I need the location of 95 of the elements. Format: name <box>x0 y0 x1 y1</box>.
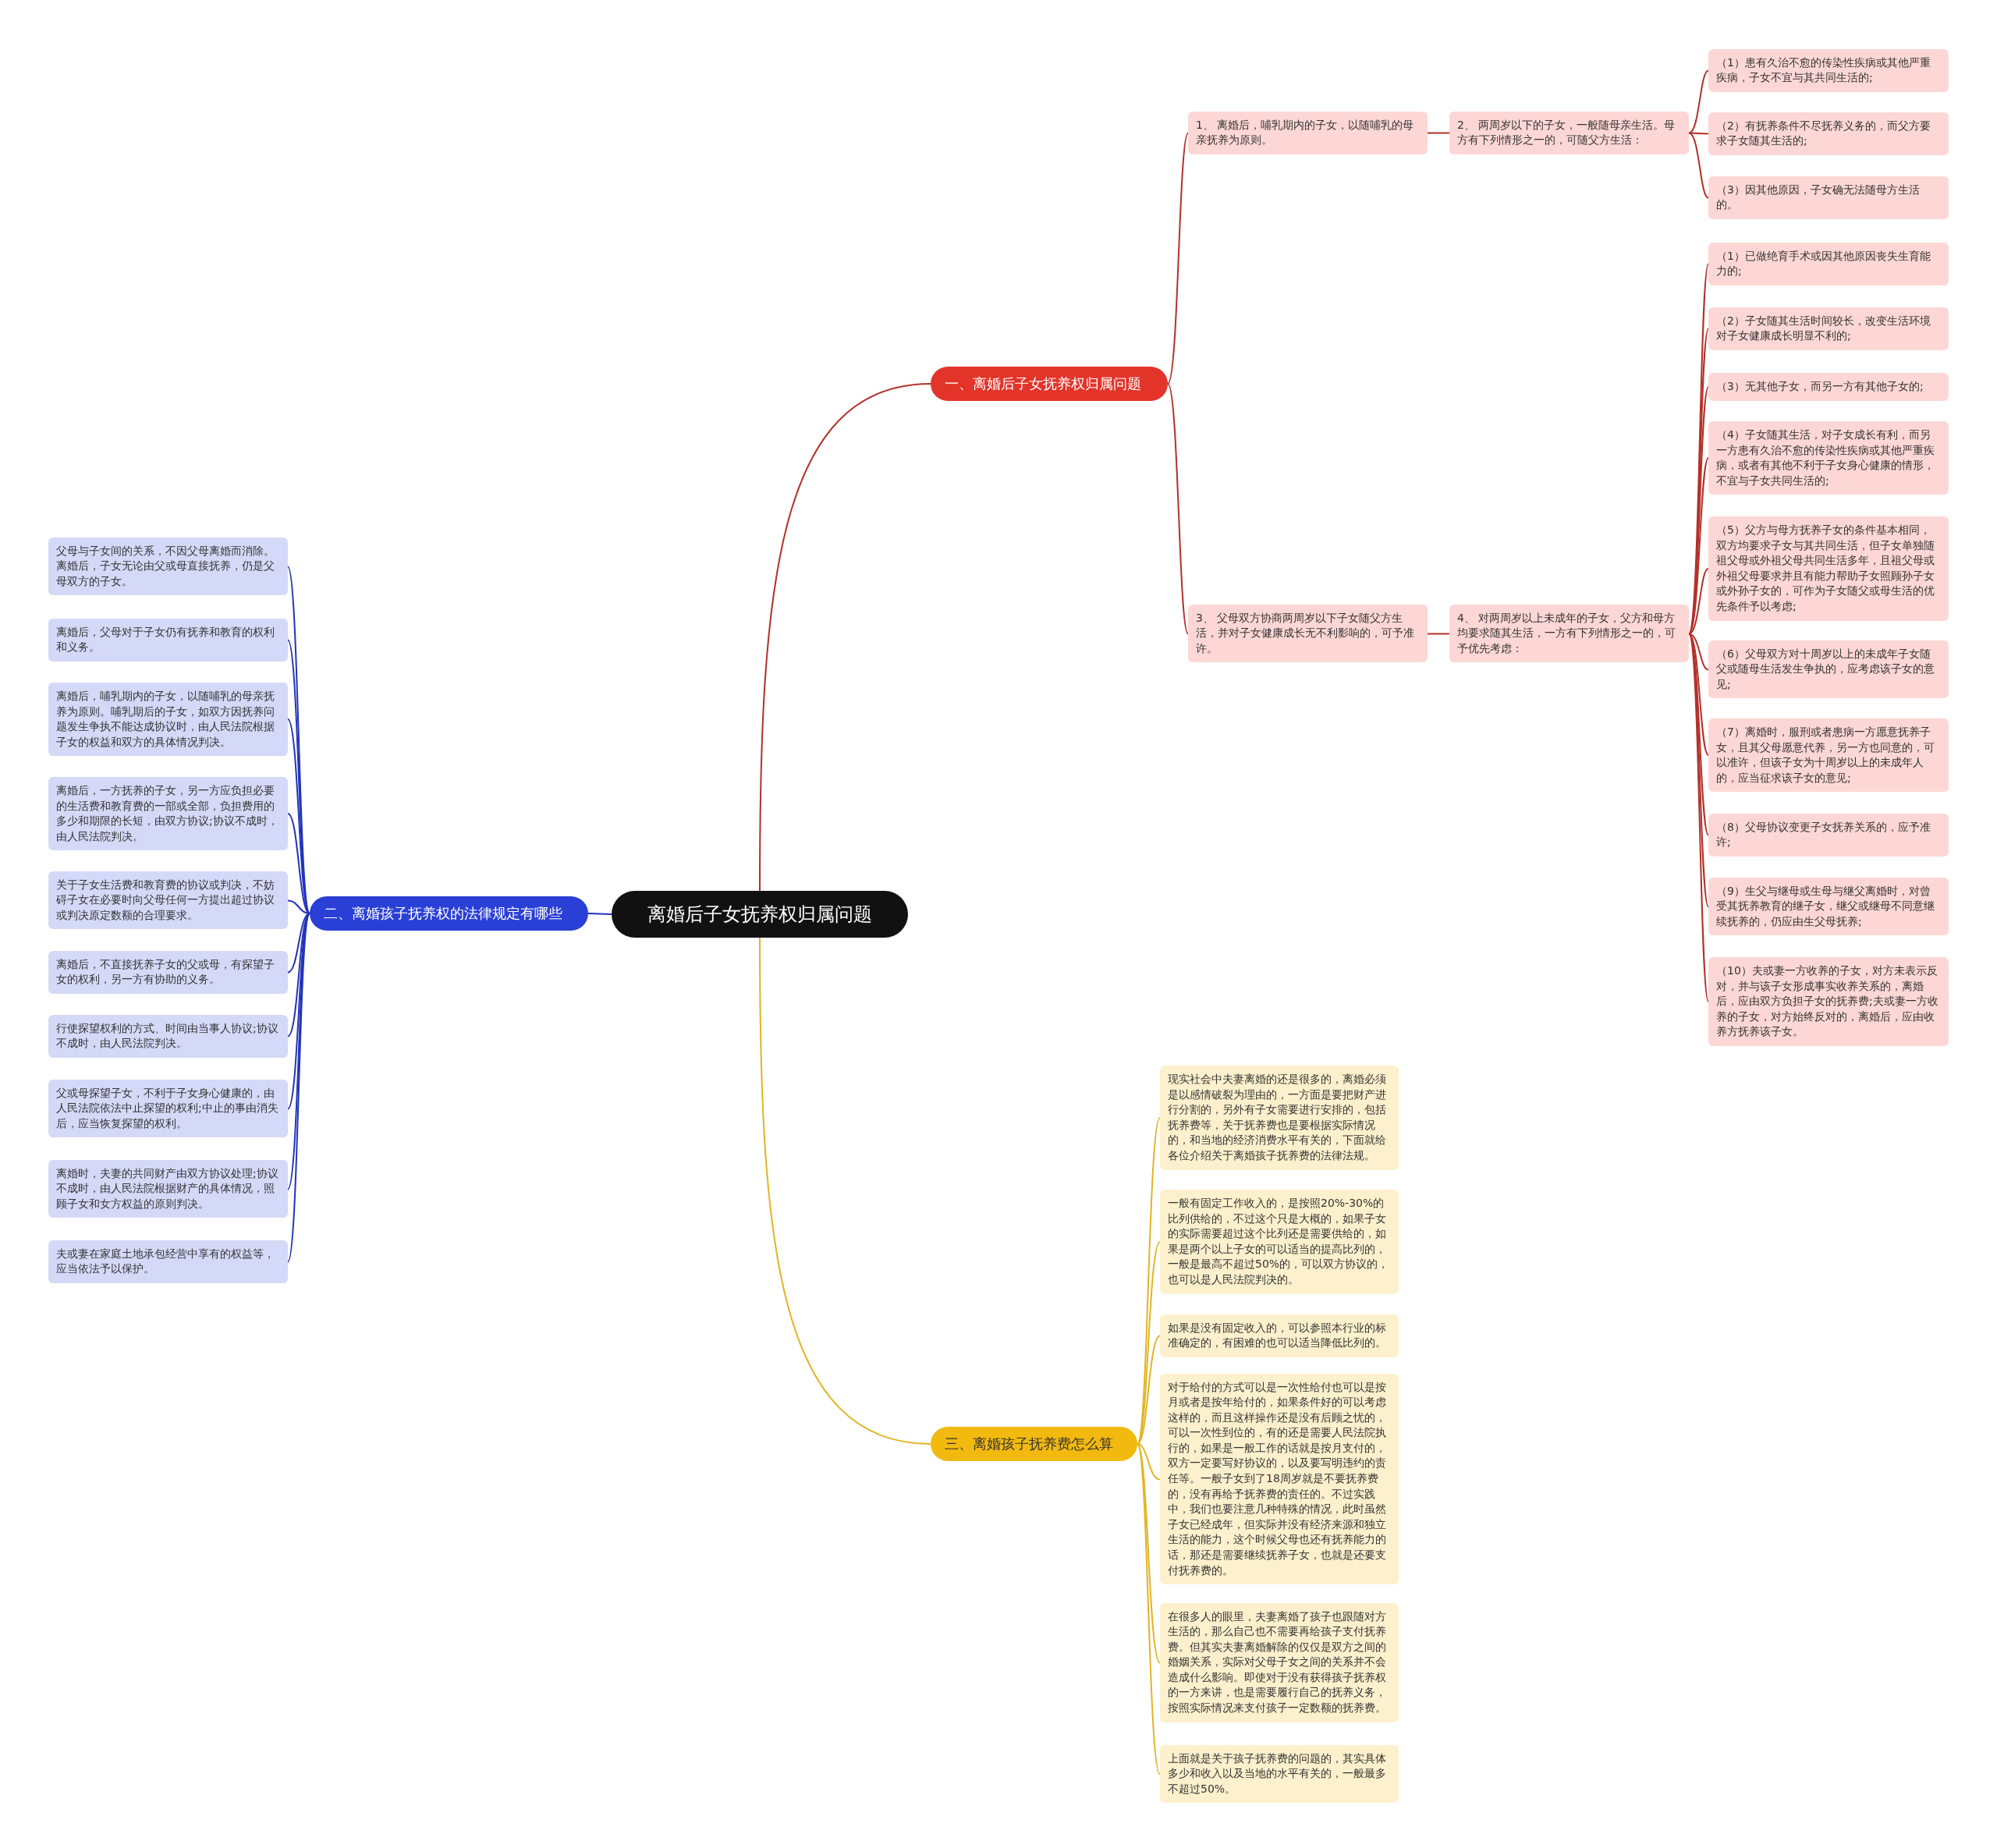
topic-text: 一、离婚后子女抚养权归属问题 <box>945 374 1142 393</box>
note-card <box>1708 516 1949 621</box>
note-card <box>1160 1066 1399 1170</box>
topic-text: （6）父母双方对十周岁以上的未成年子女随父或随母生活发生争执的，应考虑该子女的意见; <box>1716 646 1935 692</box>
connector-line <box>1167 383 1189 635</box>
topic-text: 对于给付的方式可以是一次性给付也可以是按月或者是按年给付的，如果条件好的可以考虑这样的，而且这样操作还是没有后顾之忧的，可以一次性到位的，有的还是需要人民法院执行的，如果是一般工作的话就是按月支付的，双方一定要写好协议的，以及要写明违约的责任等。一般子女到了18周岁就是不要抚养费的，没有再给予抚养费的责任的。不过实践中，我们也要注意几种特殊的情况，此时虽然子女已经成年，但实际并没有经济来源和独立生活的能力，这个时候父母也还有抚养能力的话，那还是需要继续抚养子女，也就是还要支付抚养费的。 <box>1168 1379 1387 1578</box>
note-card <box>1160 1744 1399 1804</box>
connector-line <box>1137 1443 1161 1664</box>
topic-text: 关于子女生活费和教育费的协议或判决，不妨碍子女在必要时向父母任何一方提出超过协议或判决原定数额的合理要求。 <box>56 877 275 923</box>
connector-line <box>1688 633 1709 756</box>
topic-text: 离婚后，一方抚养的子女，另一方应负担必要的生活费和教育费的一部或全部，负担费用的多少和期限的长短，由双方协议;协议不成时，由人民法院判决。 <box>56 783 279 844</box>
topic-text: 2、 两周岁以下的子女，一般随母亲生活。母方有下列情形之一的，可随父方生活： <box>1457 117 1676 148</box>
note-card <box>1708 957 1949 1046</box>
topic-text: （3）因其他原因，子女确无法随母方生活的。 <box>1716 182 1921 213</box>
topic-text: （1）患有久治不愈的传染性疾病或其他严重疾病，子女不宜与其共同生活的; <box>1716 55 1931 86</box>
connector-line <box>287 813 310 914</box>
connector-line <box>1167 132 1189 385</box>
topic-text: （10）夫或妻一方收养的子女，对方未表示反对，并与该子女形成事实收养关系的，离婚后，应由双方负担子女的抚养费;夫或妻一方收养的子女，对方始终反对的，离婚后，应由收养方抚养该子女。 <box>1716 963 1939 1040</box>
note-card <box>1708 640 1949 699</box>
topic-text: 上面就是关于孩子抚养费的问题的，其实具体多少和收入以及当地的水平有关的，一般最多不超过50%。 <box>1168 1750 1387 1797</box>
topic-text: （8）父母协议变更子女抚养关系的，应予准许; <box>1716 819 1931 850</box>
connector-line <box>1137 1443 1161 1775</box>
note-card <box>1708 813 1949 857</box>
topic-text: （2）有抚养条件不尽抚养义务的，而父方要求子女随其生活的; <box>1716 118 1931 149</box>
connector-line <box>1688 568 1709 635</box>
note-card <box>1708 307 1949 350</box>
topic-text: （9）生父与继母或生母与继父离婚时，对曾受其抚养教育的继子女，继父或继母不同意继续抚养的，仍应由生父母抚养; <box>1716 883 1935 929</box>
note-card <box>1708 421 1949 495</box>
note-card <box>1708 718 1949 793</box>
connector-line <box>1688 132 1709 199</box>
note-card <box>48 1240 288 1283</box>
topic-text: 父或母探望子女，不利于子女身心健康的，由人民法院依法中止探望的权利;中止的事由消失后，应当恢复探望的权利。 <box>56 1085 279 1131</box>
topic-text: 3、 父母双方协商两周岁以下子女随父方生活，并对子女健康成长无不利影响的，可予准许。 <box>1196 610 1415 656</box>
note-card <box>1708 877 1949 936</box>
branch-topic <box>931 367 1168 402</box>
topic-text: 现实社会中夫妻离婚的还是很多的，离婚必须是以感情破裂为理由的，一方面是要把财产进行分割的，另外有子女需要进行安排的，包括抚养费等，关于抚养费也是要根据实际情况的，和当地的经济消费水平有关的，下面就给各位介绍关于离婚孩子抚养费的法律法规。 <box>1168 1072 1387 1163</box>
topic-text: （4）子女随其生活，对子女成长有利，而另一方患有久治不愈的传染性疾病或其他严重疾病，或者有其他不利于子女身心健康的情形，不宜与子女共同生活的; <box>1716 427 1935 488</box>
connector-line <box>287 913 310 1263</box>
connector-line <box>1688 457 1709 635</box>
note-card <box>1160 1314 1399 1357</box>
topic-text: （2）子女随其生活时间较长，改变生活环境对子女健康成长明显不利的; <box>1716 313 1931 344</box>
topic-text: （1）已做绝育手术或因其他原因丧失生育能力的; <box>1716 248 1931 279</box>
note-card <box>1449 604 1689 663</box>
connector-line <box>759 937 931 1445</box>
note-card <box>48 683 288 757</box>
connector-line <box>1137 1443 1161 1481</box>
topic-text: （7）离婚时，服刑或者患病一方愿意抚养子女，且其父母愿意代养，另一方也同意的，可以准许，但该子女为十周岁以上的未成年人的，应当征求该子女的意见; <box>1716 725 1935 786</box>
note-card <box>1160 1602 1399 1722</box>
connector-line <box>587 913 612 915</box>
note-card <box>48 871 288 930</box>
note-card <box>1708 176 1949 219</box>
note-card <box>1188 604 1428 663</box>
connector-line <box>287 913 310 974</box>
note-card <box>1449 111 1689 154</box>
topic-text: 离婚时，夫妻的共同财产由双方协议处理;协议不成时，由人民法院根据财产的具体情况，照顾子女和女方权益的原则判决。 <box>56 1165 279 1211</box>
topic-text: 离婚后子女抚养权归属问题 <box>647 903 873 927</box>
note-card <box>48 777 288 851</box>
branch-topic <box>310 896 588 931</box>
topic-text: 一般有固定工作收入的，是按照20%-30%的比列供给的，不过这个只是大概的，如果子女的实际需要超过这个比列还是需要供给的，如果是两个以上子女的可以适当的提高比列的，一般是最高不超过50%的，可以双方协议的，也可以是人民法院判决的。 <box>1168 1196 1390 1287</box>
connector-line <box>1137 1117 1161 1445</box>
topic-text: 父母与子女间的关系，不因父母离婚而消除。离婚后，子女无论由父或母直接抚养，仍是父母双方的子女。 <box>56 543 275 589</box>
connector-line <box>287 899 310 914</box>
topic-text: 如果是没有固定收入的，可以参照本行业的标准确定的，有困难的也可以适当降低比列的。 <box>1168 1320 1387 1351</box>
topic-text: 二、离婚孩子抚养权的法律规定有哪些 <box>324 904 563 923</box>
topic-text: 4、 对两周岁以上未成年的子女，父方和母方均要求随其生活，一方有下列情形之一的，可予优先考虑： <box>1457 610 1676 656</box>
note-card <box>48 618 288 662</box>
connector-line <box>1427 633 1450 635</box>
topic-text: （5）父方与母方抚养子女的条件基本相同，双方均要求子女与其共同生活，但子女单独随祖父母或外祖父母共同生活多年，且祖父母或外祖父母要求并且有能力帮助子女照顾孙子女或外孙子女的，可作为子女随父或母生活的优先条件予以考虑; <box>1716 523 1935 614</box>
connector-line <box>759 383 931 892</box>
note-card <box>1708 373 1949 401</box>
note-card <box>48 1014 288 1058</box>
connector-line <box>1137 1241 1161 1445</box>
topic-text: 离婚后，父母对于子女仍有抚养和教育的权利和义务。 <box>56 624 275 655</box>
connector-line <box>1427 132 1450 134</box>
topic-text: 离婚后，哺乳期内的子女，以随哺乳的母亲抚养为原则。哺乳期后的子女，如双方因抚养问题发生争执不能达成协议时，由人民法院根据子女的权益和双方的具体情况判决。 <box>56 689 275 750</box>
note-card <box>1708 242 1949 286</box>
connector-line <box>1688 633 1709 671</box>
note-card <box>1708 112 1949 155</box>
branch-topic <box>931 1427 1137 1462</box>
topic-text: 离婚后，不直接抚养子女的父或母，有探望子女的权利，另一方有协助的义务。 <box>56 956 275 988</box>
topic-text: 三、离婚孩子抚养费怎么算 <box>945 1435 1114 1453</box>
note-card <box>1708 48 1949 92</box>
topic-text: 夫或妻在家庭土地承包经营中享有的权益等，应当依法予以保护。 <box>56 1246 275 1277</box>
note-card <box>1160 1190 1399 1294</box>
topic-text: （3）无其他子女，而另一方有其他子女的; <box>1716 379 1924 394</box>
note-card <box>48 950 288 994</box>
topic-text: 1、 离婚后，哺乳期内的子女，以随哺乳的母亲抚养为原则。 <box>1196 117 1415 148</box>
connector-line <box>1688 69 1709 134</box>
note-card <box>48 537 288 596</box>
topic-text: 在很多人的眼里，夫妻离婚了孩子也跟随对方生活的，那么自己也不需要再给孩子支付抚养费。但其实夫妻离婚解除的仅仅是双方之间的婚姻关系，实际对父母子女之间的关系并不会造成什么影响。即使对于没有获得孩子抚养权的一方来讲，也是需要履行自己的抚养义务，按照实际情况来支付孩子一定数额的抚养费。 <box>1168 1609 1387 1716</box>
note-card <box>48 1079 288 1138</box>
note-card <box>1188 111 1428 154</box>
topic-text: 行使探望权利的方式、时间由当事人协议;协议不成时，由人民法院判决。 <box>56 1020 279 1052</box>
note-card <box>48 1159 288 1218</box>
connector-line <box>1137 1335 1161 1445</box>
